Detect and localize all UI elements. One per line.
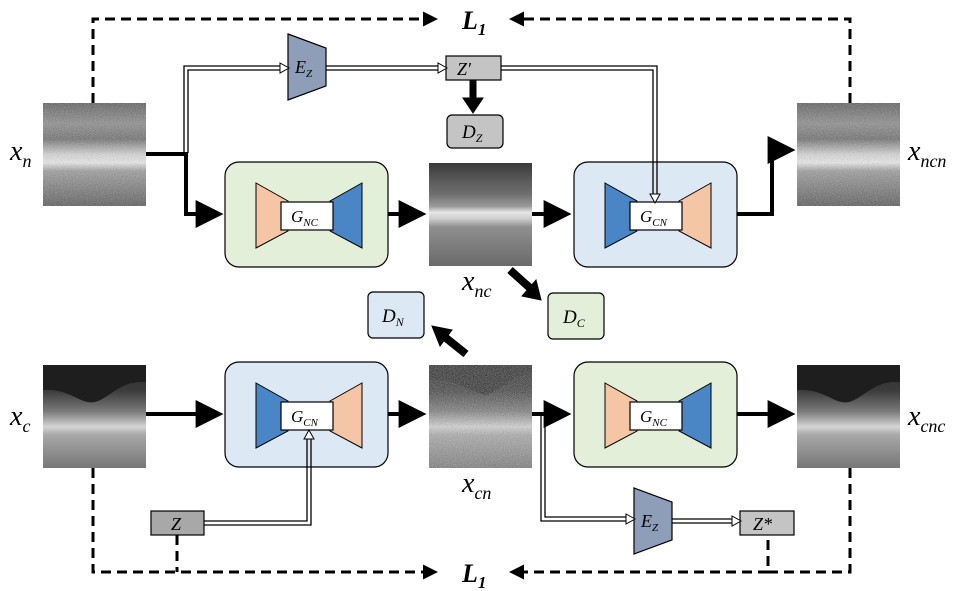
label-x-c: xc <box>9 401 30 436</box>
generator-cn-top: GCN <box>573 161 738 268</box>
loss-connector-top <box>91 11 852 103</box>
svg-text:GNC: GNC <box>291 207 319 229</box>
loss-connector-bottom <box>91 468 852 580</box>
latent-z: Z <box>150 510 205 536</box>
image-x-n <box>43 103 146 206</box>
image-x-cn <box>429 365 532 468</box>
svg-text:EZ: EZ <box>640 511 659 534</box>
discriminator-c: DC <box>547 292 605 340</box>
discriminator-n: DN <box>367 291 425 339</box>
latent-connector-heads <box>279 62 743 527</box>
label-x-cn: xcn <box>461 468 491 503</box>
label-x-nc: xnc <box>461 266 491 301</box>
main-flow-arrows <box>146 136 796 428</box>
svg-text:GNC: GNC <box>640 407 668 429</box>
encoder-bottom: EZ <box>633 487 673 555</box>
svg-text:DN: DN <box>381 306 405 329</box>
svg-text:EZ: EZ <box>294 57 313 80</box>
encoder-top: EZ <box>287 33 327 101</box>
discriminator-z: DZ <box>446 114 504 149</box>
svg-text:Z′: Z′ <box>457 59 472 79</box>
label-x-cnc: xcnc <box>907 401 945 436</box>
generator-cn-bottom: GCN <box>224 361 389 468</box>
svg-text:GCN: GCN <box>640 207 668 229</box>
svg-text:DZ: DZ <box>461 122 483 145</box>
latent-z-prime: Z′ <box>445 55 502 81</box>
generator-nc-top: GNC <box>224 161 389 268</box>
image-x-cnc <box>797 365 900 468</box>
image-x-ncn <box>797 103 900 206</box>
image-x-nc <box>429 163 532 266</box>
generator-nc-bottom: GNC <box>573 361 738 468</box>
svg-text:GCN: GCN <box>291 407 319 429</box>
latent-connectors <box>183 65 734 526</box>
image-x-c <box>43 365 146 468</box>
label-x-n: xn <box>9 136 31 171</box>
svg-text:Z: Z <box>171 514 182 534</box>
svg-text:Z*: Z* <box>753 514 772 534</box>
loss-label-bottom: L1 <box>461 559 486 591</box>
loss-label-top: L1 <box>461 6 486 39</box>
latent-z-star: Z* <box>739 510 795 536</box>
discriminator-arrows <box>431 80 542 358</box>
svg-text:DC: DC <box>562 307 586 330</box>
label-x-ncn: xncn <box>907 136 946 171</box>
